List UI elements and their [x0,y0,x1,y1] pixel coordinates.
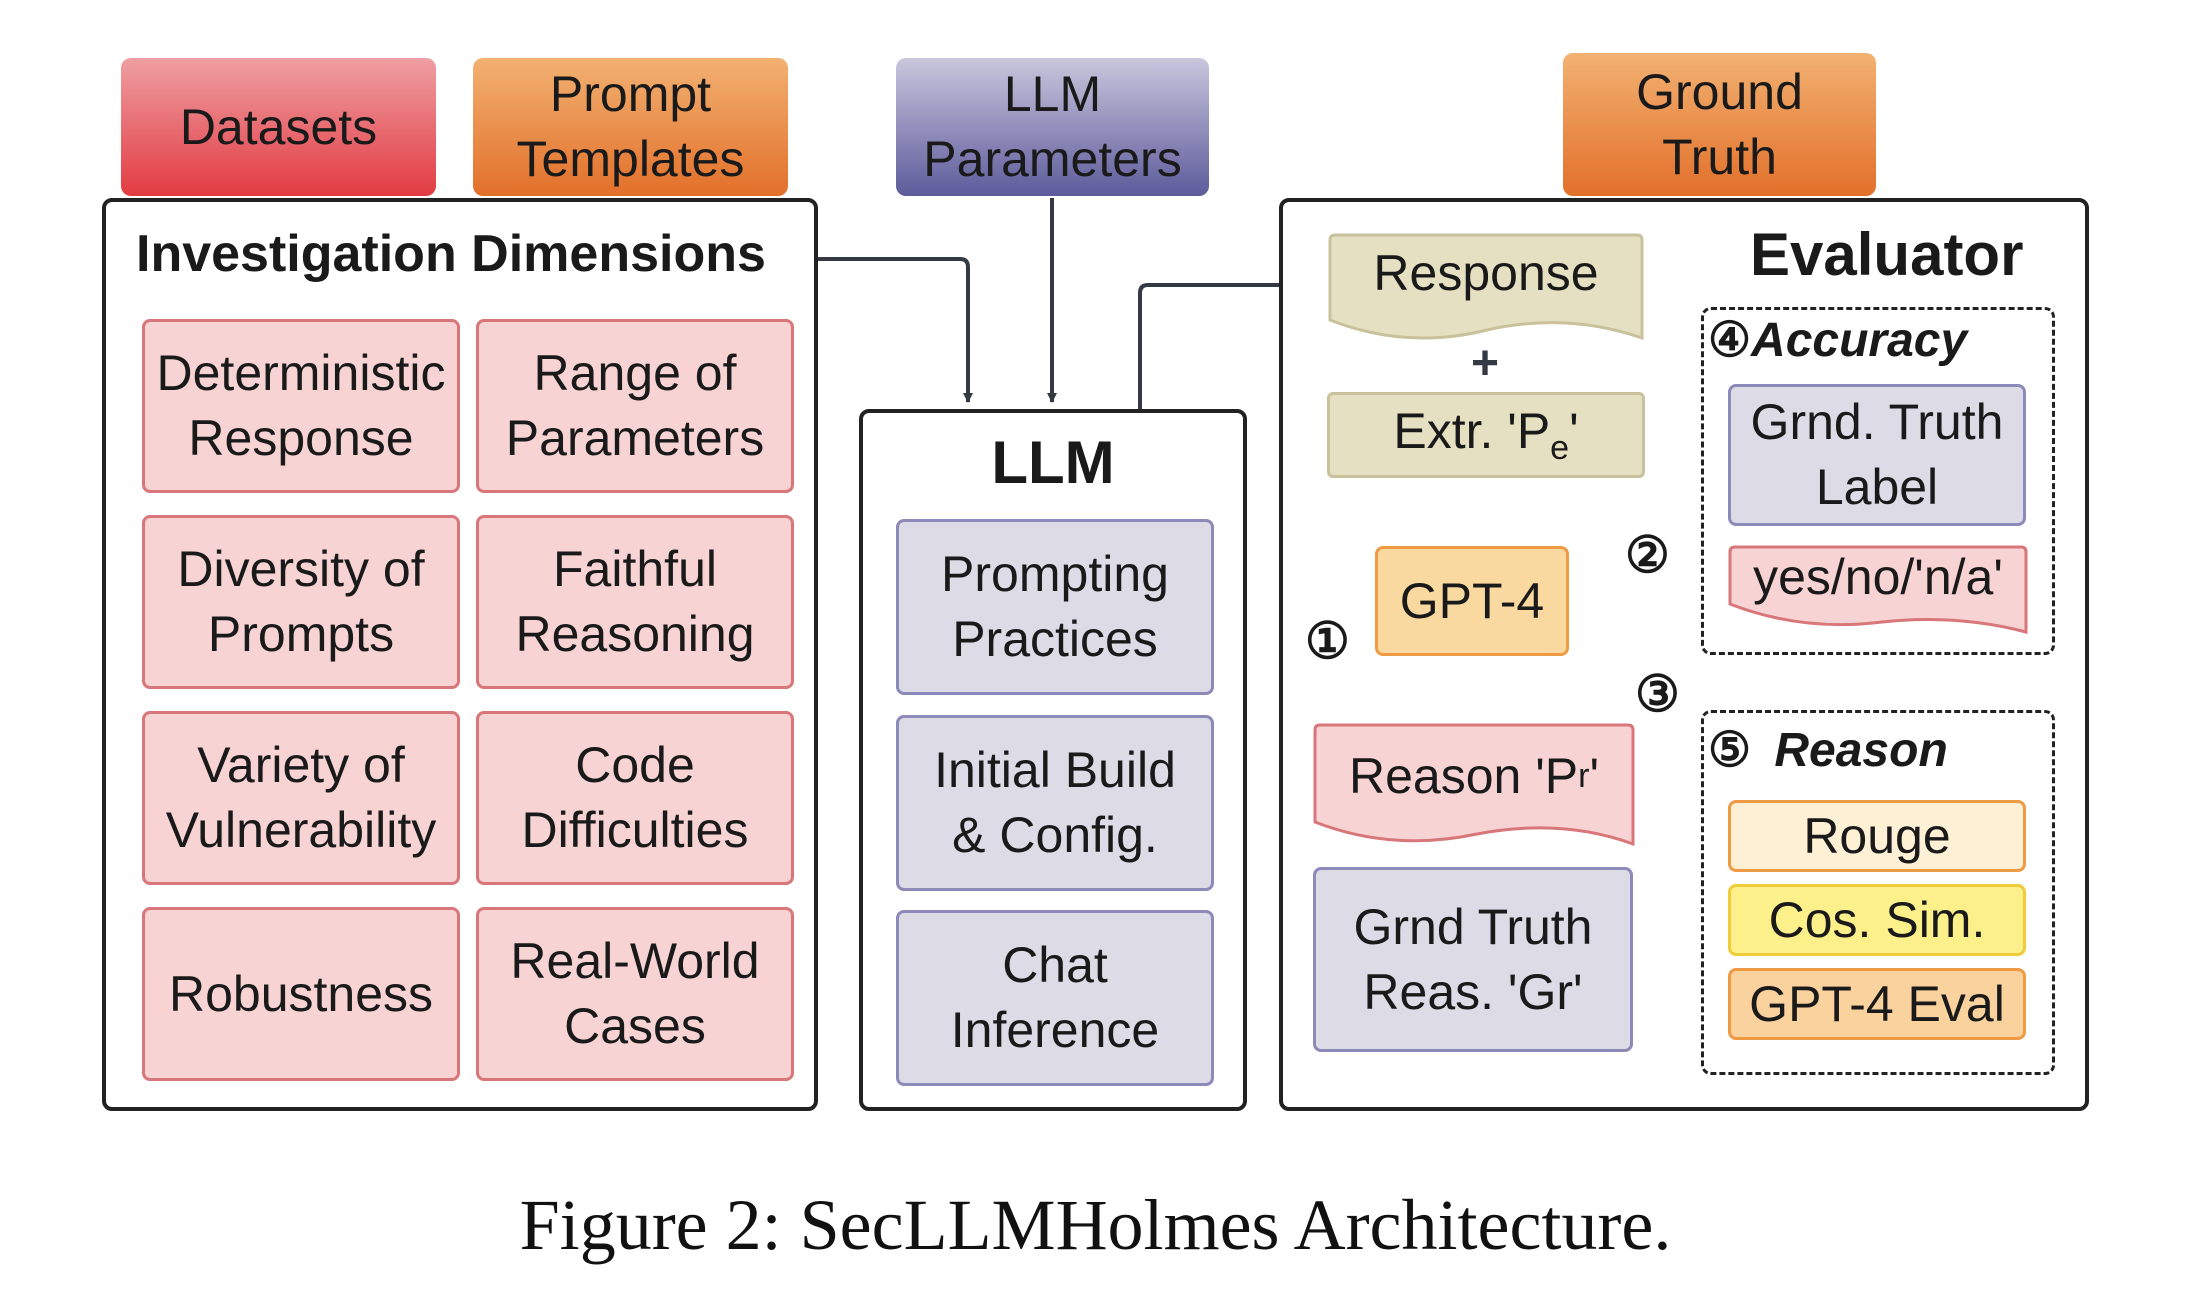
dimension-item-line: Diversity of [177,541,425,597]
accuracy-title: Accuracy [1751,314,1968,367]
metric-gpt4-eval-label: GPT-4 Eval [1749,976,2005,1032]
dimension-item-line: Robustness [168,965,434,1022]
llm-component-line: Inference [950,1002,1160,1058]
accuracy-output-label: yes/no/'n/a' [1753,549,2003,605]
dimension-item-line: Code [575,737,695,793]
llm-parameters-line1: LLM [1003,66,1102,122]
llm-component-line: Practices [952,611,1158,667]
metric-cos-sim-label: Cos. Sim. [1768,892,1986,948]
reason-pr-doc [1313,723,1635,847]
plus-sign: + [1470,336,1500,390]
dimension-item: Range of Parameters [476,319,794,493]
extracted-pe-box: Extr. 'Pe' [1327,392,1645,478]
dimension-item-line: Variety of [197,737,405,793]
dimension-item-line: Response [188,410,414,466]
step-2-marker: ② [1625,527,1670,583]
investigation-title: Investigation Dimensions [136,225,766,283]
gt-label-line2: Label [1815,459,1939,515]
figure-caption: Figure 2: SecLLMHolmes Architecture. [519,1184,1672,1265]
extracted-pe-label: Extr. 'Pe' [1393,402,1578,468]
dimension-item-line: Real-World [510,933,760,989]
accuracy-group [1701,307,2055,655]
evaluator-title: Evaluator [1750,221,2024,288]
accuracy-header: ④Accuracy [1708,312,1967,368]
gt-reas-line1: Grnd Truth [1353,898,1593,955]
llm-component-line: & Config. [952,807,1158,863]
extr-suffix: ' [1569,403,1579,459]
step-5-marker: ⑤ [1708,724,1752,777]
dimension-item-line: Reasoning [515,606,755,662]
arrow-investigation-to-llm [818,257,973,403]
metric-cos-sim: Cos. Sim. [1728,884,2026,956]
llm-parameters-line2: Parameters [923,131,1182,187]
metric-rouge-label: Rouge [1803,808,1951,864]
dimension-item-line: Faithful [553,541,717,597]
prompt-templates-box: Prompt Templates [473,58,788,196]
dimension-item-line: Vulnerability [165,802,437,858]
metric-rouge: Rouge [1728,800,2026,872]
gt-reas-line2: Reas. 'Gr' [1363,963,1583,1020]
response-doc [1328,233,1644,341]
response-label: Response [1373,245,1599,301]
metric-gpt4-eval: GPT-4 Eval [1728,968,2026,1040]
llm-component-item: Initial Build & Config. [896,715,1214,891]
extr-prefix: Extr. 'P [1393,403,1551,459]
ground-truth-reasoning-box: Grnd Truth Reas. 'Gr' [1313,867,1633,1052]
step-3-marker: ③ [1635,666,1680,722]
ground-truth-label-box: Grnd. Truth Label [1728,384,2026,526]
reason-header: ⑤ Reason [1708,722,1948,778]
datasets-label: Datasets [179,98,378,155]
dimension-item: Variety of Vulnerability [142,711,460,885]
dimension-item-line: Range of [533,345,737,401]
llm-component-line: Initial Build [934,742,1176,798]
prompt-templates-line1: Prompt [549,66,712,122]
dimension-item: Robustness [142,907,460,1081]
step-4-marker: ④ [1708,314,1752,367]
llm-component-line: Prompting [941,546,1169,602]
reason-group [1701,710,2055,1075]
datasets-box: Datasets [121,58,436,196]
ground-truth-line1: Ground [1636,63,1803,120]
prompt-templates-line2: Templates [516,131,745,187]
ground-truth-box: Ground Truth [1563,53,1876,196]
arrow-llm-to-response [1138,280,1319,409]
gt-label-line1: Grnd. Truth [1750,394,2004,450]
dimension-item-line: Cases [564,998,706,1054]
step-1-marker: ① [1305,613,1350,669]
dimension-item-line: Prompts [207,606,395,662]
gpt4-box: GPT-4 [1375,546,1569,656]
reason-sub: r [1578,756,1590,795]
reason-title: Reason [1774,724,1948,777]
accuracy-output-doc [1728,545,2028,634]
ground-truth-line2: Truth [1662,128,1777,185]
llm-parameters-box: LLM Parameters [896,58,1209,196]
llm-component-line: Chat [1002,937,1108,993]
extr-sub: e [1550,429,1570,467]
llm-title: LLM [991,428,1115,496]
reason-suffix: ' [1589,748,1599,804]
dimension-item-line: Parameters [505,410,765,466]
dimension-item-line: Deterministic [156,345,446,401]
dimension-item-line: Difficulties [521,802,749,858]
dimension-item: Diversity of Prompts [142,515,460,689]
gpt4-label: GPT-4 [1399,573,1545,629]
reason-prefix: Reason 'P [1348,748,1579,804]
